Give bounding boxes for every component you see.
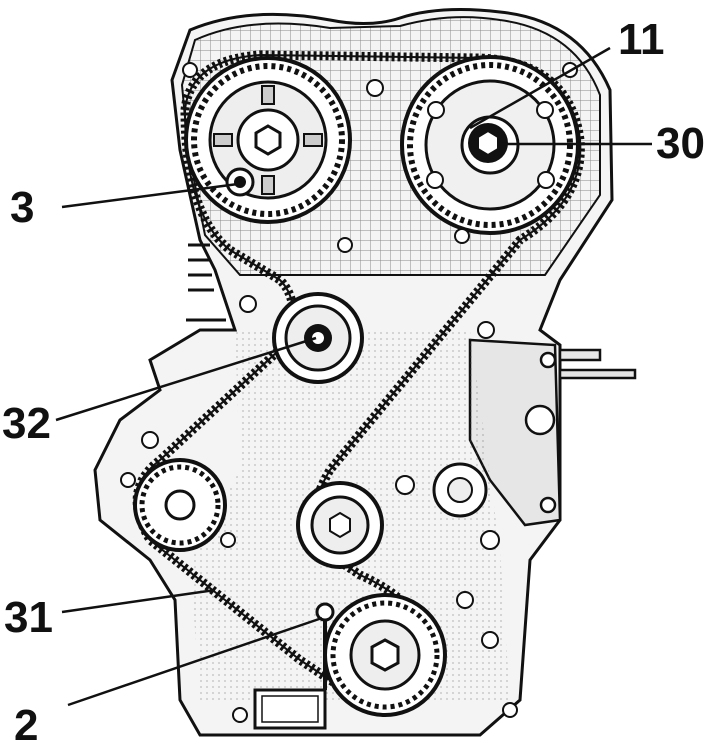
camshaft-bolt bbox=[468, 123, 508, 163]
leader-lines bbox=[55, 46, 652, 707]
sensor-connector bbox=[253, 688, 327, 730]
crankshaft-pulley bbox=[323, 593, 447, 717]
mount-bolt bbox=[432, 462, 488, 518]
camshaft-alignment-hole bbox=[225, 167, 255, 197]
leader-line-11 bbox=[469, 46, 611, 130]
callout-2: 2 bbox=[14, 701, 39, 750]
idler-pulley bbox=[296, 481, 384, 569]
intake-camshaft-pulley bbox=[184, 56, 352, 224]
leader-line-3 bbox=[61, 182, 239, 209]
callout-30: 30 bbox=[656, 119, 705, 168]
bolts bbox=[120, 62, 578, 723]
cylinder-head-ribs bbox=[186, 243, 226, 322]
leader-line-31 bbox=[61, 588, 216, 614]
callout-32: 32 bbox=[2, 399, 51, 448]
leader-line-2 bbox=[67, 616, 323, 707]
belt-tensioner-pulley bbox=[272, 292, 364, 384]
leader-line-32 bbox=[55, 336, 317, 422]
callout-11: 11 bbox=[618, 15, 665, 64]
callout-31: 31 bbox=[4, 593, 53, 642]
water-pump-pulley bbox=[133, 458, 227, 552]
callout-3: 3 bbox=[10, 183, 35, 232]
crankshaft-timing-mark bbox=[315, 602, 335, 690]
